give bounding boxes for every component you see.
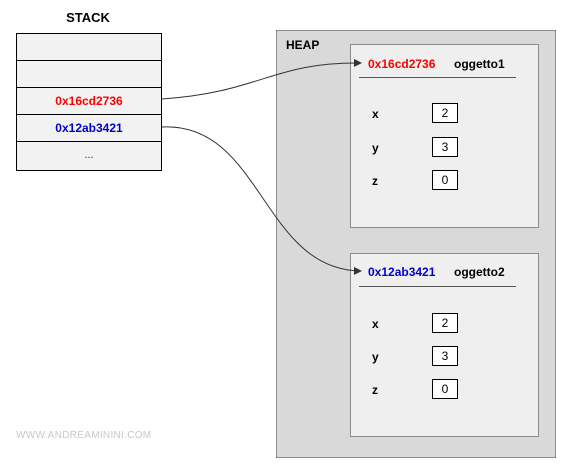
stack-cell-ref-1: 0x16cd2736 [17,88,161,115]
object-1-field-x-label: x [372,107,379,121]
stack-cell-1 [17,61,161,88]
object-2-field-x-value: 2 [432,313,458,333]
object-1-header-rule [359,77,516,78]
object-2-header-rule [359,286,516,287]
object-1-field-z-value: 0 [432,170,458,190]
stack-title: STACK [66,10,110,25]
object-2-field-y-label: y [372,350,379,364]
object-2-field-x-label: x [372,317,379,331]
stack-cell-ellipsis: ... [17,142,161,170]
object-1-field-z-label: z [372,174,378,188]
reference-arrow-2 [161,126,362,275]
object-1-field-y-label: y [372,141,379,155]
object-2-field-z-label: z [372,383,378,397]
heap-object-1: 0x16cd2736 oggetto1 x 2 y 3 z 0 [350,44,539,228]
object-1-name: oggetto1 [454,57,505,71]
watermark: WWW.ANDREAMININI.COM [16,430,152,441]
object-1-field-y-value: 3 [432,137,458,157]
stack-cell-0 [17,34,161,61]
object-2-field-y-value: 3 [432,346,458,366]
reference-arrow-1 [161,58,362,100]
heap-title: HEAP [286,38,320,52]
object-2-field-z-value: 0 [432,379,458,399]
stack-cell-ref-2: 0x12ab3421 [17,115,161,142]
object-1-address: 0x16cd2736 [368,57,436,71]
object-2-name: oggetto2 [454,265,505,279]
stack-table: 0x16cd2736 0x12ab3421 ... [16,33,162,171]
object-2-address: 0x12ab3421 [368,265,436,279]
object-1-field-x-value: 2 [432,103,458,123]
heap-object-2: 0x12ab3421 oggetto2 x 2 y 3 z 0 [350,253,539,437]
